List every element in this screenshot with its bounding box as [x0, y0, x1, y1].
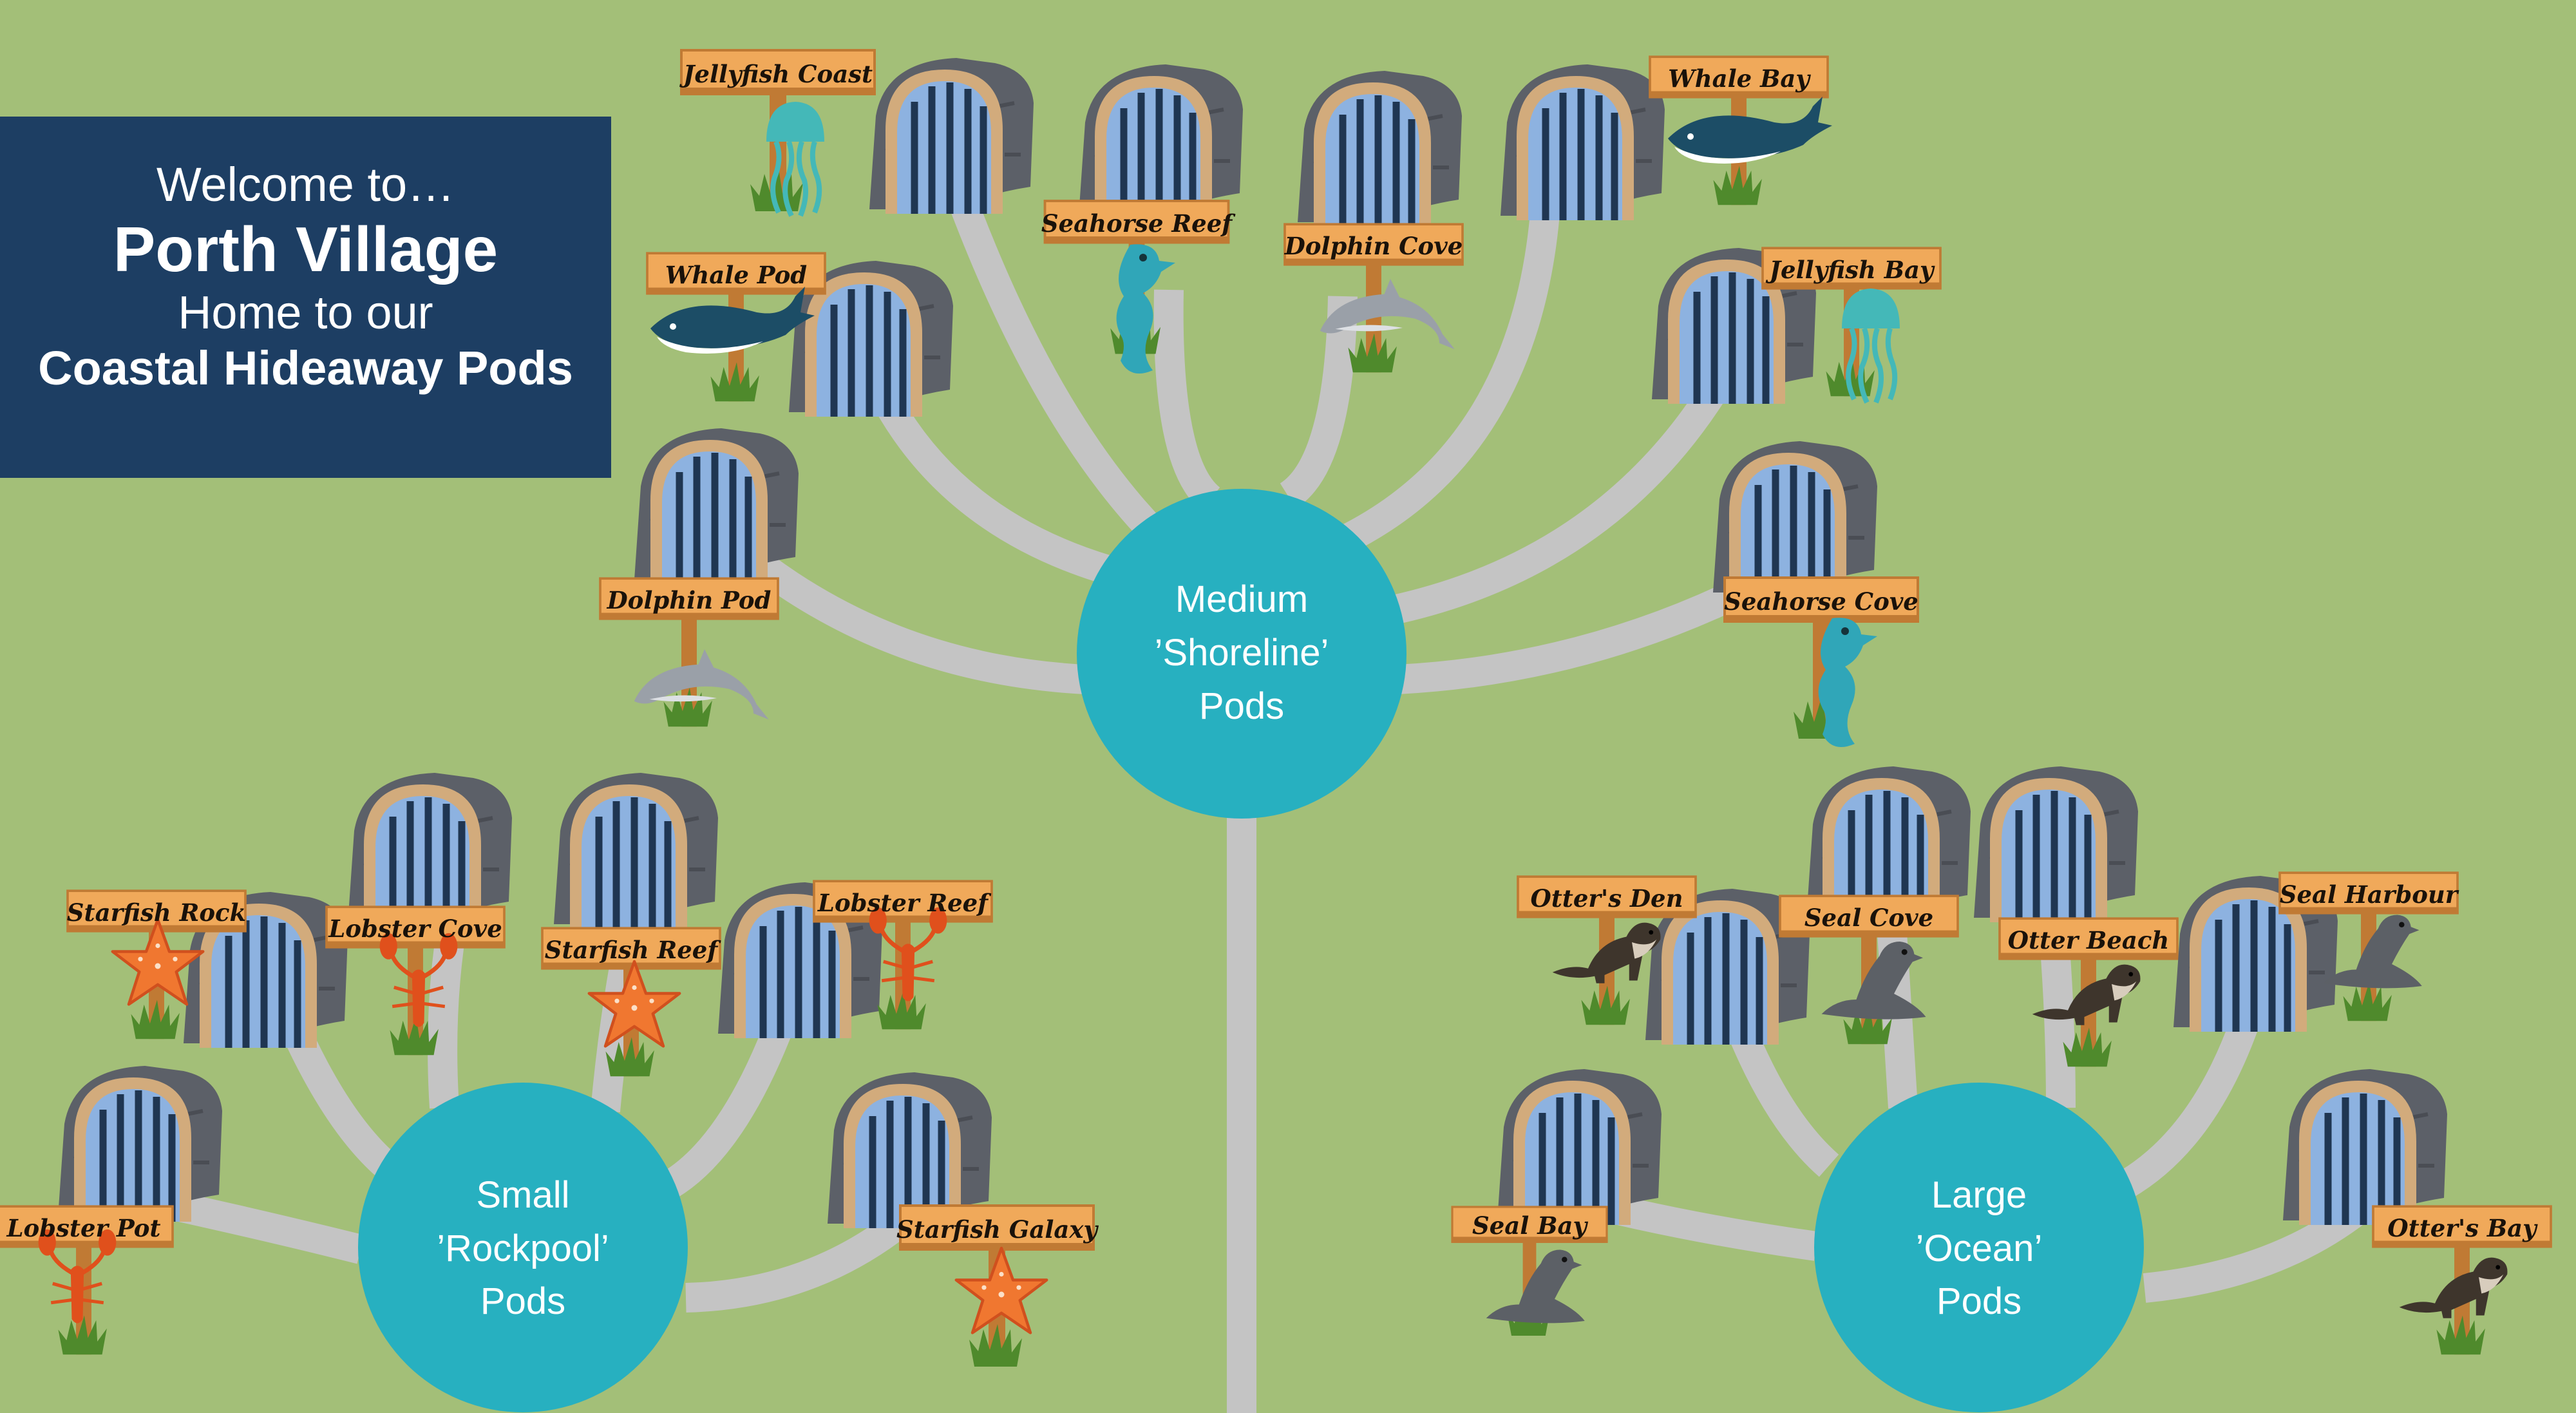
pod-name: Seal Cove [1804, 904, 1933, 932]
hub-label-line: Pods [1937, 1280, 2022, 1322]
pod-name: Lobster Pot [6, 1214, 160, 1242]
pod-name: Seal Harbour [2280, 880, 2459, 909]
pod-name: Jellyfish Bay [1766, 256, 1935, 284]
pod-seahorse-reef[interactable]: Seahorse Reef [1041, 64, 1243, 374]
pod-lobster-cove[interactable]: Lobster Cove [325, 773, 512, 1057]
pod-cabin-icon [554, 773, 718, 929]
pod-seal-cove[interactable]: Seal Cove [1779, 766, 1971, 1046]
pod-starfish-galaxy[interactable]: Starfish Galaxy [828, 1072, 1099, 1368]
pod-starfish-rock[interactable]: Starfish Rock [66, 891, 348, 1048]
hub-label-line: Medium [1175, 578, 1308, 620]
pod-name: Dolphin Pod [607, 586, 772, 614]
path-starfish-galaxy [685, 1199, 925, 1313]
pod-name: Otter's Bay [2387, 1214, 2538, 1242]
hub-label-line: ’Rockpool’ [437, 1228, 609, 1269]
path-otters-bay [2143, 1199, 2367, 1303]
hub-circle [358, 1083, 688, 1412]
pod-name: Otter's Den [1530, 884, 1683, 913]
pod-seal-harbour[interactable]: Seal Harbour [2174, 871, 2459, 1032]
path-seahorse-cove [1396, 573, 1759, 694]
welcome-panel: Welcome to… Porth Village Home to our Co… [0, 117, 611, 478]
hub-label-line: Small [476, 1174, 569, 1216]
welcome-line: Welcome to… [156, 158, 455, 211]
path-jellyfish-coast [945, 187, 1167, 545]
pod-cabin-icon [1501, 64, 1665, 220]
pod-name: Starfish Reef [545, 936, 722, 964]
hub-label-line: ’Shoreline’ [1155, 632, 1329, 674]
hub-large-ocean[interactable]: Large ’Ocean’ Pods [1814, 1083, 2144, 1412]
pod-cabin-icon [2283, 1069, 2447, 1225]
pod-otters-bay[interactable]: Otter's Bay [2283, 1069, 2552, 1356]
hub-small-rockpool[interactable]: Small ’Rockpool’ Pods [358, 1083, 688, 1412]
path-dolphin-pod [754, 555, 1086, 694]
pod-cabin-icon [1497, 1069, 1662, 1225]
hub-medium-shoreline[interactable]: Medium ’Shoreline’ Pods [1077, 489, 1406, 819]
village-title: Porth Village [113, 214, 498, 285]
pod-starfish-reef[interactable]: Starfish Reef [541, 773, 722, 1078]
pod-cabin-icon [58, 1066, 222, 1222]
pod-name: Jellyfish Coast [679, 60, 873, 88]
hub-label-line: Large [1931, 1174, 2027, 1216]
pod-cabin-icon [1974, 766, 2138, 922]
path-whale-bay [1336, 205, 1560, 555]
hubs-layer: Medium ’Shoreline’ Pods Small ’Rockpool’… [358, 489, 2144, 1412]
pod-cabin-icon [1079, 64, 1243, 220]
otter-icon [2399, 1257, 2508, 1318]
hub-circle [1077, 489, 1406, 819]
pod-lobster-reef[interactable]: Lobster Reef [718, 881, 993, 1038]
pod-name: Starfish Rock [67, 898, 246, 927]
pod-name: Lobster Cove [328, 915, 502, 943]
pod-name: Dolphin Cove [1284, 232, 1463, 260]
welcome-subline: Home to our [178, 287, 433, 339]
pod-name: Otter Beach [2008, 926, 2170, 954]
hub-label-line: ’Ocean’ [1916, 1228, 2043, 1269]
path-jellyfish-bay [1381, 378, 1729, 627]
hub-circle [1814, 1083, 2144, 1412]
pod-name: Whale Pod [665, 261, 807, 289]
pod-name: Seal Bay [1472, 1211, 1588, 1240]
pod-seahorse-cove[interactable]: Seahorse Cove [1713, 441, 1919, 747]
whale-icon [1668, 97, 1832, 164]
path-seal-harbour [2117, 1019, 2259, 1198]
pods-title: Coastal Hideaway Pods [38, 341, 573, 395]
pod-dolphin-pod[interactable]: Dolphin Pod [599, 428, 799, 728]
pod-cabin-icon [348, 773, 512, 929]
hub-label-line: Pods [480, 1280, 565, 1322]
pod-cabin-icon [1713, 441, 1877, 597]
path-seahorse-reef [1153, 289, 1221, 511]
path-dolphin-cove [1279, 296, 1358, 509]
pod-whale-pod[interactable]: Whale Pod [646, 252, 953, 417]
pod-name: Seahorse Cove [1724, 587, 1918, 616]
path-whale-pod [866, 379, 1112, 585]
path-lobster-reef [661, 1012, 797, 1198]
pod-cabin-icon [869, 58, 1034, 214]
seahorse-icon [1818, 618, 1877, 747]
pod-whale-bay[interactable]: Whale Bay [1501, 55, 1832, 220]
pod-cabin-icon [634, 428, 799, 584]
pod-name: Lobster Reef [817, 889, 992, 917]
hub-label-line: Pods [1199, 685, 1284, 727]
pod-cabin-icon [1298, 71, 1462, 227]
pod-name: Whale Bay [1668, 64, 1811, 93]
pod-otters-den[interactable]: Otter's Den [1517, 875, 1810, 1045]
pod-jellyfish-bay[interactable]: Jellyfish Bay [1652, 248, 1942, 404]
pod-name: Starfish Galaxy [896, 1215, 1099, 1244]
pod-otter-beach[interactable]: Otter Beach [1974, 766, 2179, 1068]
pod-seal-bay[interactable]: Seal Bay [1451, 1069, 1662, 1337]
path-otters-den [1725, 1018, 1839, 1177]
pod-jellyfish-coast[interactable]: Jellyfish Coast [679, 49, 1034, 216]
pod-name: Seahorse Reef [1041, 209, 1236, 238]
pod-dolphin-cove[interactable]: Dolphin Cove [1283, 71, 1463, 374]
pod-lobster-pot[interactable]: Lobster Pot [0, 1066, 222, 1356]
